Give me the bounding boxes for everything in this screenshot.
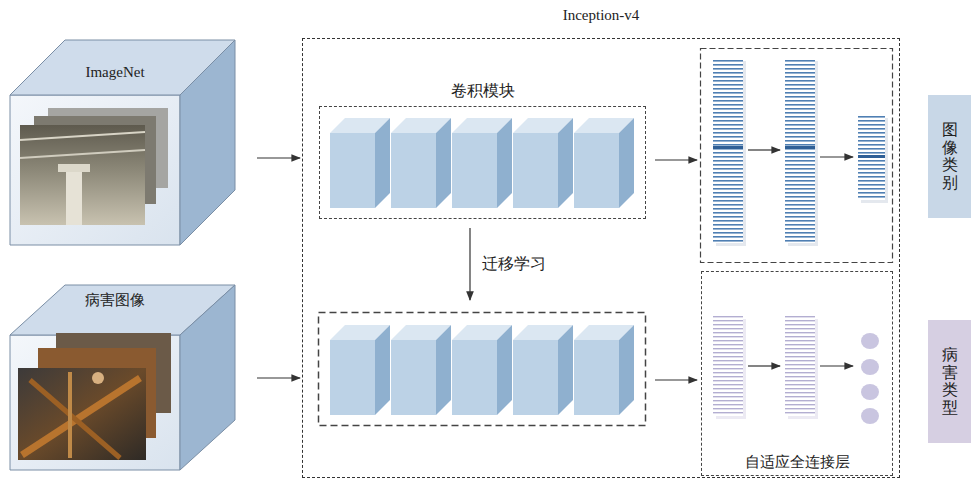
node-text: 卷积模块 [320,81,645,102]
fc-layers [713,58,888,246]
flow-arrow [655,379,697,380]
dataset-cube [10,285,235,470]
flow-arrow [655,159,697,160]
transfer-label: 迁移学习 [482,254,546,275]
node-text: 自适应全连接层 [702,453,892,472]
flow-arrow [257,157,300,158]
output-band: 病害类型 [928,320,971,443]
node-text: 病害类型 [942,346,958,416]
fc-frame [701,49,893,263]
conv-frame [319,313,646,426]
node-text: 图像类别 [942,121,958,191]
fc-frame: 自适应全连接层 [701,271,893,476]
node-text: Inception-v4 [303,7,899,24]
conv-blocks [330,118,634,415]
fc-layers [713,316,879,424]
conv-frame: 卷积模块 [319,106,646,219]
transfer-arrow [469,228,470,300]
node-text: ImageNet [60,64,170,81]
network-frame: Inception-v4卷积模块自适应全连接层 [302,38,900,478]
output-band: 图像类别 [928,95,971,218]
flow-arrow [257,377,300,378]
dataset-cube [10,40,235,245]
dataset-cube: ImageNet [10,40,235,245]
dataset-cube: 病害图像 [10,285,235,470]
node-text: 病害图像 [60,291,170,310]
